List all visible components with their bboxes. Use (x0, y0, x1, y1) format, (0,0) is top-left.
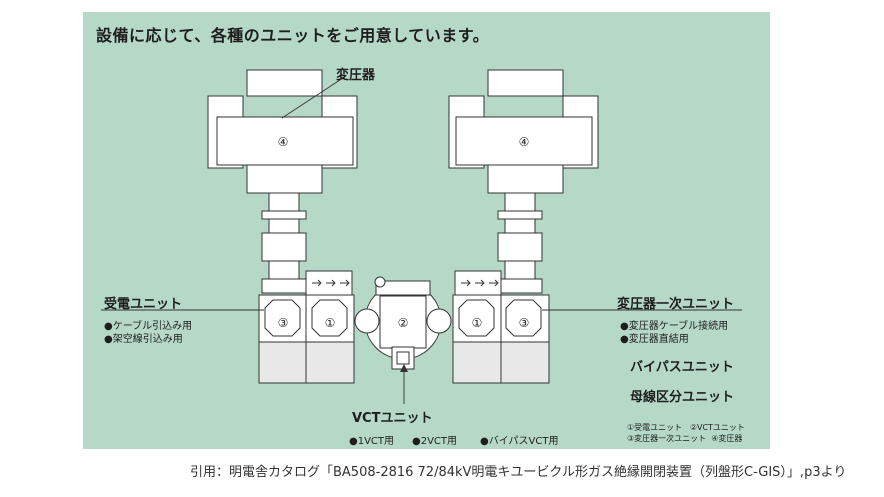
bus-section-unit-label: 母線区分ユニット (630, 390, 735, 405)
vct-unit-item: ●1VCT用 (349, 436, 395, 447)
unit-number-1-left: ① (325, 316, 336, 330)
left-transformer (207, 69, 358, 194)
legend-row: ③変圧器一次ユニット ④変圧器 (627, 433, 742, 444)
unit-number-transformer-left: ④ (278, 135, 289, 149)
octagon-1-left (311, 299, 348, 337)
transformer-primary-title: 変圧器一次ユニット (617, 297, 735, 312)
legend-entry: ②VCTユニット (689, 423, 745, 432)
power-receiving-item: ●ケーブル引込み用 (104, 321, 193, 332)
legend-entry: ①受電ユニット (627, 423, 683, 432)
right-duct (497, 192, 543, 294)
page-heading: 設備に応じて、各種のユニットをご用意しています。 (96, 26, 490, 45)
vct-unit-item: ●2VCT用 (412, 436, 458, 447)
power-receiving-item: ●架空線引込み用 (104, 334, 183, 345)
unit-number-1-right: ① (472, 316, 483, 330)
diagram-panel (83, 12, 770, 449)
legend-entry: ③変圧器一次ユニット (627, 434, 707, 443)
flow-arrows (312, 279, 499, 287)
octagon-3-left (264, 299, 301, 337)
legend-entry: ④変圧器 (711, 434, 743, 443)
unit-number-transformer-right: ④ (519, 135, 530, 149)
power-receiving-title: 受電ユニット (104, 297, 183, 312)
transformer-primary-item: ●変圧器直結用 (620, 334, 689, 345)
unit-number-2-vct: ② (398, 316, 409, 330)
left-duct (261, 192, 307, 294)
right-transformer (448, 69, 599, 194)
octagon-1-right (458, 299, 495, 337)
unit-number-3-right: ③ (519, 316, 530, 330)
octagon-3-right (505, 299, 542, 337)
legend-row: ①受電ユニット ②VCTユニット (627, 422, 745, 433)
leader-lines (101, 77, 742, 404)
vct-unit-title: VCTユニット (352, 411, 433, 426)
citation: 引用：明電舎カタログ「BA508-2816 72/84kV明電キユービクル形ガス… (190, 465, 847, 480)
unit-number-3-left: ③ (278, 316, 289, 330)
transformer-primary-item: ●変圧器ケーブル接続用 (620, 321, 729, 332)
vct-arrow-head (400, 364, 408, 372)
transformer-label: 変圧器 (336, 68, 376, 83)
vct-unit (354, 276, 452, 370)
vct-unit-item: ●バイパスVCT用 (480, 436, 559, 447)
bypass-unit-label: バイパスユニット (630, 360, 734, 375)
